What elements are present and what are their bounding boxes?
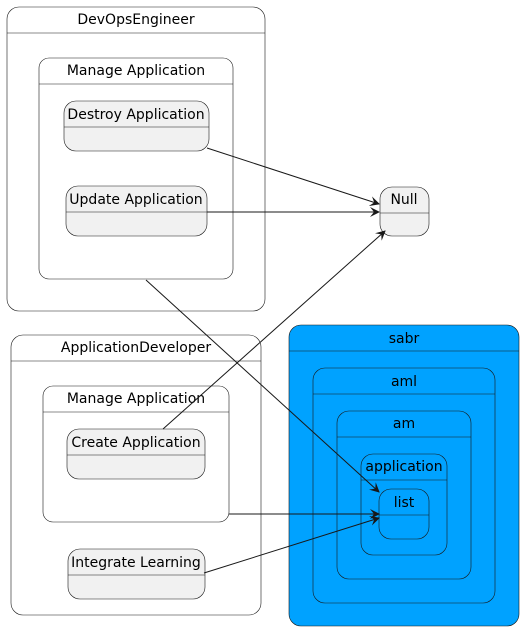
devops-manage-application-container[interactable]: Manage Application (38, 57, 234, 280)
null-label: Null (390, 192, 417, 208)
update-application-label: Update Application (69, 192, 202, 208)
arrow-integrate-to-list (203, 515, 380, 574)
arrow-manage-to-list (145, 279, 380, 493)
transitions (145, 147, 386, 574)
destroy-application-label: Destroy Application (67, 107, 204, 123)
appdev-manage-application-title: Manage Application (67, 391, 205, 407)
devops-engineer-title: DevOpsEngineer (77, 12, 194, 28)
integrate-learning-state[interactable]: Integrate Learning (67, 548, 206, 600)
destroy-application-state[interactable]: Destroy Application (63, 100, 210, 152)
list-label: list (394, 495, 415, 511)
arrow-destroy-to-null (206, 147, 380, 206)
devops-manage-application-title: Manage Application (67, 63, 205, 79)
aml-title: aml (391, 374, 417, 390)
create-application-label: Create Application (71, 435, 200, 451)
create-application-state[interactable]: Create Application (66, 428, 206, 480)
sabr-title: sabr (389, 331, 420, 347)
list-state[interactable]: list (378, 488, 430, 540)
arrow-create-to-null (162, 230, 386, 430)
application-title: application (365, 459, 442, 475)
update-application-state[interactable]: Update Application (65, 185, 208, 237)
integrate-learning-label: Integrate Learning (71, 555, 201, 571)
application-developer-title: ApplicationDeveloper (61, 340, 211, 356)
am-title: am (393, 416, 415, 432)
null-state[interactable]: Null (379, 186, 430, 237)
